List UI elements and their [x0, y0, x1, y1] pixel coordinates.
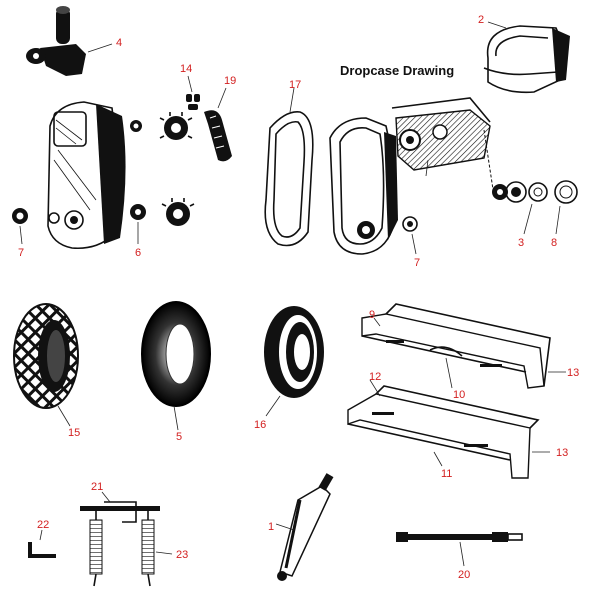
inner-tube-part-5	[141, 301, 211, 431]
dropcase-cover-part	[47, 101, 126, 250]
callout-13-lower: 13	[556, 447, 568, 459]
callout-10: 10	[453, 389, 465, 401]
callout-5: 5	[176, 431, 182, 443]
callout-4: 4	[116, 37, 122, 49]
callout-7-left: 7	[18, 247, 24, 259]
washer-part-8	[554, 180, 578, 235]
callout-7-right: 7	[414, 257, 420, 269]
shock-part-1	[275, 473, 334, 581]
bearing-part-6	[130, 204, 146, 244]
callout-22: 22	[37, 519, 49, 531]
callout-23: 23	[176, 549, 188, 561]
mounting-plate-part	[391, 97, 495, 197]
callout-21: 21	[91, 481, 103, 493]
seal-part-7b	[402, 216, 418, 255]
sprocket-upper-part	[159, 112, 193, 140]
callout-15: 15	[68, 427, 80, 439]
hex-key-part-22	[28, 529, 56, 558]
tire-diamond-part-15	[13, 303, 79, 427]
hose-part-20	[396, 532, 523, 567]
callout-13-upper: 13	[567, 367, 579, 379]
bushing-part	[492, 181, 527, 203]
callout-8: 8	[551, 237, 557, 249]
callout-14: 14	[180, 63, 192, 75]
callout-17: 17	[289, 79, 301, 91]
dropcase-housing-part	[329, 117, 398, 255]
spring-assembly-part	[80, 491, 173, 587]
shift-knob-part	[26, 6, 113, 76]
callout-9: 9	[369, 309, 375, 321]
callout-1: 1	[268, 521, 274, 533]
seat-part	[483, 21, 570, 94]
tire-smooth-part-16	[264, 306, 324, 417]
callout-12: 12	[369, 371, 381, 383]
gasket-part-17	[264, 87, 314, 247]
callout-19: 19	[224, 75, 236, 87]
bearing-part	[130, 120, 142, 132]
diagram-title: Dropcase Drawing	[340, 63, 455, 78]
callout-11: 11	[441, 468, 452, 480]
chain-part-19	[204, 87, 232, 162]
callout-3: 3	[518, 237, 524, 249]
chain-link-part-14	[186, 75, 200, 110]
callout-20: 20	[458, 569, 470, 581]
callout-6: 6	[135, 247, 141, 259]
washer-part-3	[523, 182, 548, 235]
rail-upper-part	[361, 303, 566, 389]
callout-2: 2	[478, 14, 484, 26]
rail-lower-part	[347, 379, 550, 479]
sprocket-lower-part	[161, 198, 195, 226]
seal-part-7a	[12, 208, 28, 245]
callout-16: 16	[254, 419, 266, 431]
